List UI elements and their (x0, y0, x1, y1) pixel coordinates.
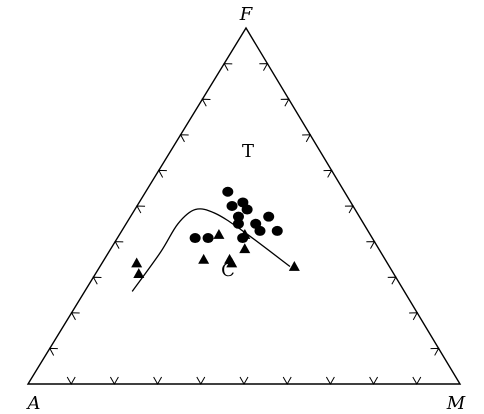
tick-mark-bottom (239, 376, 249, 386)
triangle-point (133, 268, 145, 279)
data-points (131, 186, 300, 279)
vertex-label-top: F (239, 4, 254, 25)
triangle-point (288, 261, 300, 271)
tick-mark-bottom (282, 376, 292, 386)
tick-mark-bottom (153, 376, 163, 386)
tick-marks (48, 63, 440, 386)
circle-point (232, 218, 244, 229)
tick-mark-bottom (325, 376, 335, 386)
tick-mark-right (259, 63, 269, 71)
tick-mark-left (70, 312, 80, 321)
circle-point (226, 201, 238, 211)
tick-mark-left (201, 98, 211, 107)
tick-mark-left (114, 241, 124, 249)
triangle-point (131, 257, 143, 268)
tick-mark-left (48, 347, 58, 356)
circle-point (222, 186, 234, 197)
tick-mark-right (280, 98, 290, 107)
triangle-point (239, 243, 251, 254)
triangle-point (226, 257, 238, 268)
tick-mark-right (323, 169, 333, 178)
tick-mark-bottom (369, 376, 379, 386)
tick-mark-left (92, 276, 102, 285)
triangle-point (198, 253, 210, 264)
tick-mark-left (223, 63, 233, 71)
field-label-c: C (221, 260, 235, 281)
triangle-point (239, 228, 251, 239)
tick-mark-right (387, 276, 397, 285)
tick-mark-right (366, 241, 376, 249)
tick-mark-bottom (109, 376, 119, 386)
circle-point (189, 233, 201, 244)
boundary-curve (131, 208, 291, 292)
circle-point (271, 225, 283, 236)
tick-mark-left (157, 169, 167, 178)
circle-point (241, 204, 253, 215)
tick-mark-bottom (412, 376, 422, 386)
triangle-point (213, 228, 225, 239)
vertex-label-bottom-left: A (26, 393, 41, 414)
tick-mark-right (302, 134, 312, 143)
tick-mark-left (179, 134, 189, 143)
tick-mark-bottom (196, 376, 206, 386)
tick-mark-right (409, 312, 419, 321)
tick-mark-left (136, 205, 146, 214)
vertex-label-bottom-right: M (446, 393, 466, 414)
circle-point (232, 211, 244, 222)
circle-point (254, 225, 266, 236)
tick-mark-right (344, 205, 354, 214)
circle-point (202, 233, 214, 244)
field-label-t: T (242, 141, 254, 162)
tick-mark-right (430, 347, 440, 356)
tick-mark-bottom (66, 376, 76, 386)
circle-point (263, 211, 275, 222)
